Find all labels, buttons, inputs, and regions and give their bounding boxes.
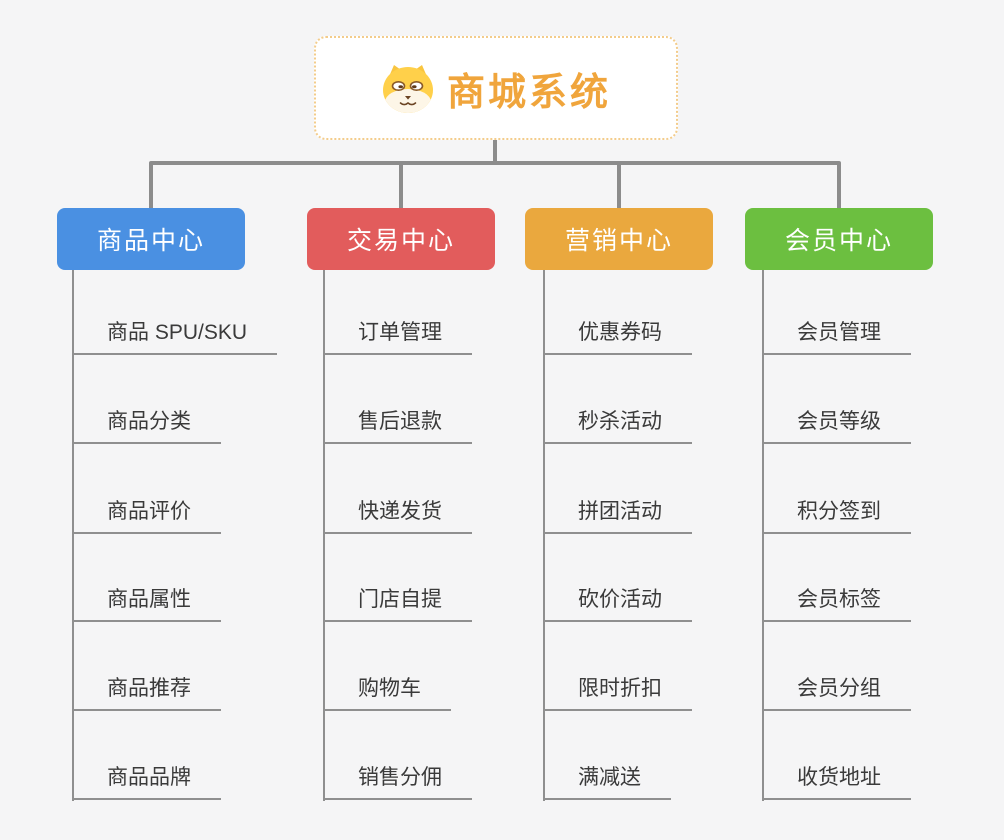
leaf-node[interactable]: 优惠券码 xyxy=(543,322,692,355)
leaf-node[interactable]: 收货地址 xyxy=(762,767,911,800)
leaf-node[interactable]: 秒杀活动 xyxy=(543,411,692,444)
branch-trunk-line xyxy=(543,270,545,801)
leaf-node[interactable]: 商品推荐 xyxy=(72,678,221,711)
leaf-node[interactable]: 售后退款 xyxy=(323,411,472,444)
leaf-node[interactable]: 限时折扣 xyxy=(543,678,692,711)
leaf-node[interactable]: 拼团活动 xyxy=(543,501,692,534)
leaf-node[interactable]: 会员标签 xyxy=(762,589,911,622)
leaf-node[interactable]: 订单管理 xyxy=(323,322,472,355)
leaf-node[interactable]: 商品属性 xyxy=(72,589,221,622)
leaf-node[interactable]: 商品分类 xyxy=(72,411,221,444)
branch-node-trade-center[interactable]: 交易中心 xyxy=(307,208,495,270)
branch-node-product-center[interactable]: 商品中心 xyxy=(57,208,245,270)
leaf-node[interactable]: 快递发货 xyxy=(323,501,472,534)
root-title: 商城系统 xyxy=(446,71,611,114)
dog-face-icon xyxy=(382,65,433,113)
branch-trunk-line xyxy=(72,270,74,801)
branch-node-member-center[interactable]: 会员中心 xyxy=(745,208,933,270)
branch-label: 商品中心 xyxy=(96,227,205,255)
leaf-node[interactable]: 门店自提 xyxy=(323,589,472,622)
leaf-node[interactable]: 积分签到 xyxy=(762,501,911,534)
root-node[interactable]: 商城系统 xyxy=(314,36,678,140)
leaf-node[interactable]: 商品品牌 xyxy=(72,767,221,800)
leaf-node[interactable]: 会员管理 xyxy=(762,322,911,355)
branch-node-marketing-center[interactable]: 营销中心 xyxy=(525,208,713,270)
leaf-node[interactable]: 砍价活动 xyxy=(543,589,692,622)
leaf-node[interactable]: 会员等级 xyxy=(762,411,911,444)
branch-trunk-line xyxy=(762,270,764,801)
branch-trunk-line xyxy=(323,270,325,801)
branch-label: 会员中心 xyxy=(784,227,893,255)
leaf-node[interactable]: 销售分佣 xyxy=(323,767,472,800)
branch-label: 营销中心 xyxy=(564,227,673,255)
leaf-node[interactable]: 满减送 xyxy=(543,767,671,800)
leaf-node[interactable]: 会员分组 xyxy=(762,678,911,711)
leaf-node[interactable]: 商品 SPU/SKU xyxy=(72,322,278,355)
leaf-node[interactable]: 商品评价 xyxy=(72,501,221,534)
leaf-node[interactable]: 购物车 xyxy=(323,678,451,711)
branch-label: 交易中心 xyxy=(346,227,455,255)
